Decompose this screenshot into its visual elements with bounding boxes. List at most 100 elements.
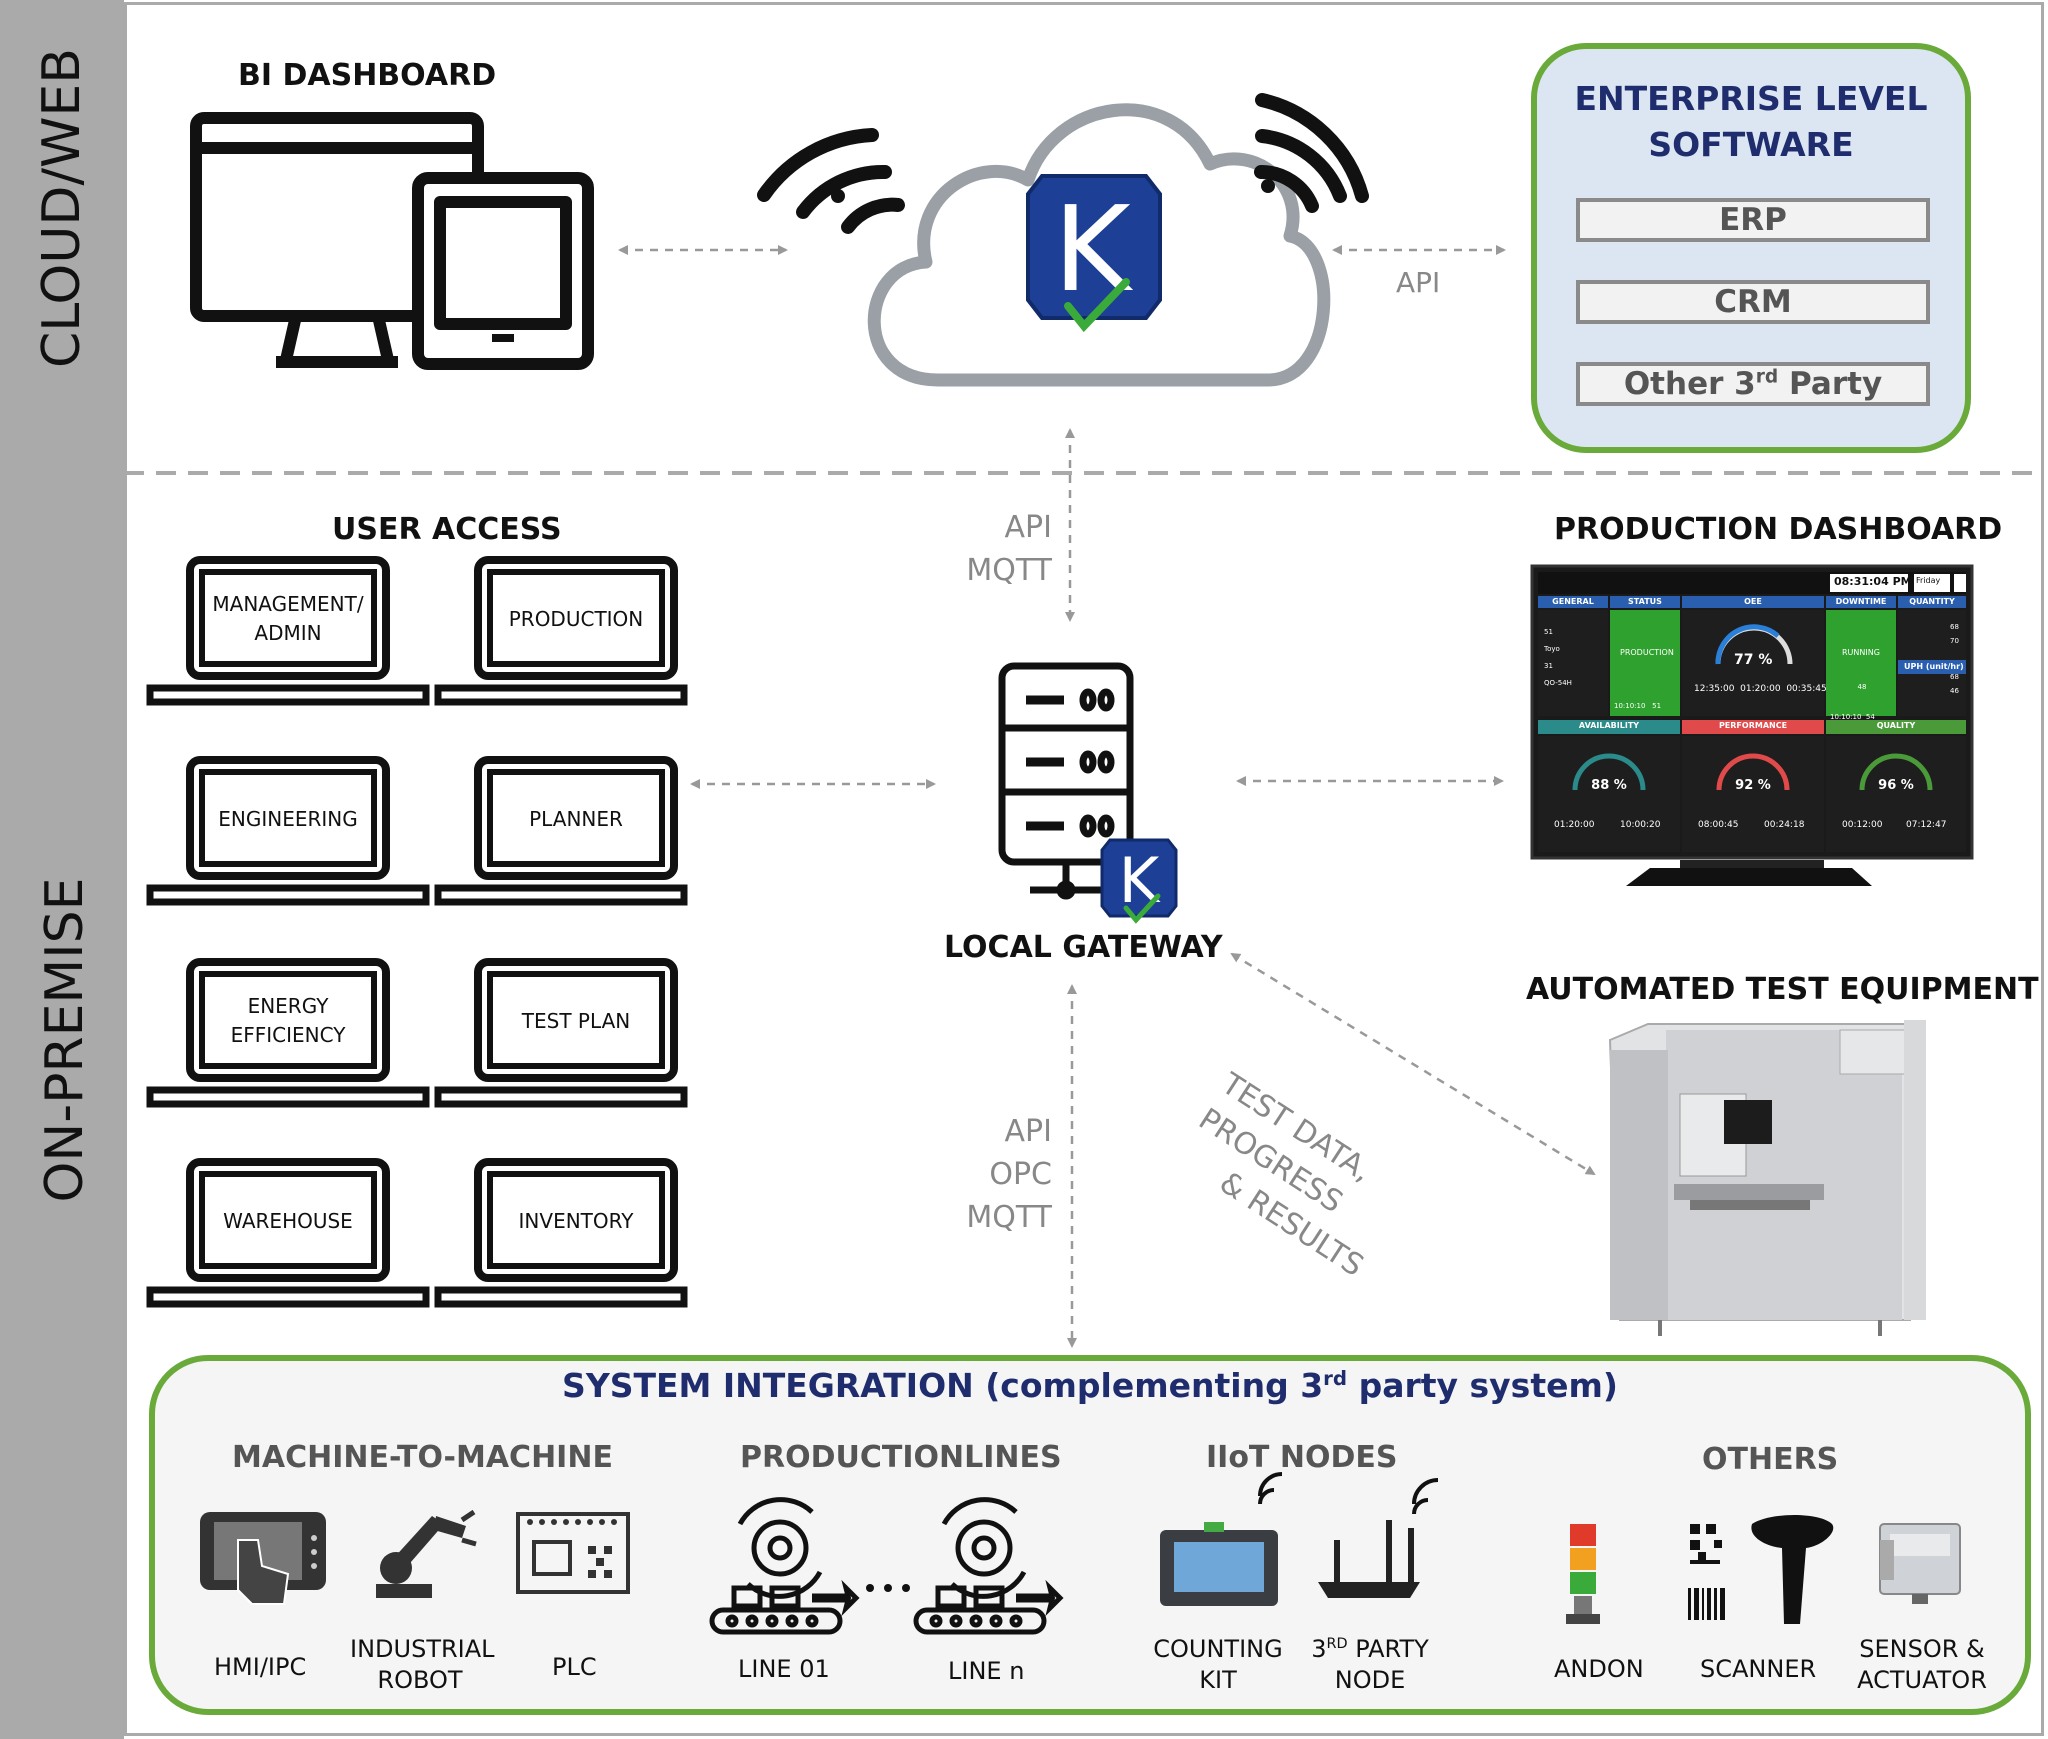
bi-dashboard-title: BI DASHBOARD — [238, 58, 497, 93]
dash-status: PRODUCTION — [1620, 648, 1674, 657]
cloud-icon: K — [757, 93, 1369, 387]
laptop-5 — [146, 958, 430, 1108]
laptop-3 — [146, 756, 430, 906]
enterprise-title: ENTERPRISE LEVEL SOFTWARE — [1574, 79, 1928, 164]
category-others: OTHERS — [1702, 1442, 1839, 1477]
laptop-label-warehouse: WAREHOUSE — [223, 1208, 353, 1233]
enterprise-panel — [1531, 43, 1971, 453]
dash-clock: 08:31:04 PM — [1834, 575, 1912, 588]
outer-frame — [124, 2, 2044, 1736]
category-productionlines: PRODUCTIONLINES — [740, 1440, 1062, 1475]
laptop-7 — [146, 1158, 430, 1308]
gauge-time-2: 07:12:47 — [1906, 820, 1947, 830]
sensor-actuator-label: SENSOR &ACTUATOR — [1857, 1635, 1987, 1694]
gauge-time-1: 01:20:00 — [1554, 820, 1595, 830]
gauge-time-1: 00:12:00 — [1842, 820, 1883, 830]
connector-arrows — [618, 245, 1596, 1348]
laptop-label-production: PRODUCTION — [508, 606, 644, 631]
laptop-8 — [434, 1158, 688, 1308]
line-01-label: LINE 01 — [738, 1655, 830, 1683]
production-dashboard-title: PRODUCTION DASHBOARD — [1554, 512, 2003, 547]
laptop-label-management: MANAGEMENT/ADMIN — [212, 592, 364, 645]
gauge-value: 92 % — [1735, 778, 1771, 793]
gauge-time-1: 08:00:45 — [1698, 820, 1739, 830]
laptop-1 — [146, 556, 430, 706]
enterprise-api-label: API — [1396, 266, 1441, 299]
dash-header-label: STATUS — [1628, 597, 1662, 606]
scanner-icon — [1688, 1515, 1834, 1624]
crm-box: CRM — [1576, 280, 1930, 324]
gateway-logo: K — [1100, 838, 1178, 924]
3rd-party-node-label: 3RD PARTY NODE — [1311, 1635, 1429, 1694]
gauge-panel — [1682, 736, 1824, 852]
gauge-panel — [1538, 736, 1680, 852]
andon-label: ANDON — [1554, 1655, 1644, 1683]
gauge-arc — [1859, 753, 1933, 791]
dash-uph: UPH (unit/hr) — [1904, 662, 1964, 671]
gauge-panel — [1826, 736, 1966, 852]
dash-header-bar — [1898, 596, 1966, 608]
dash-day: Friday — [1916, 576, 1941, 585]
dash-quantity-values: 68 70 68 46 — [1950, 623, 1959, 695]
production-dashboard-monitor — [1530, 564, 1974, 886]
line-n-label: LINE n — [948, 1657, 1025, 1685]
gauge-value: 88 % — [1591, 778, 1627, 793]
gauge-label: AVAILABILITY — [1578, 721, 1640, 730]
upper-protocol-labels: API MQTT — [966, 510, 1052, 588]
integration-panel — [149, 1355, 2031, 1715]
laptop-label-planner: PLANNER — [529, 806, 623, 831]
gauge-header-bar — [1682, 720, 1824, 734]
bi-dashboard-icon — [190, 112, 594, 370]
dash-header-label: OEE — [1744, 597, 1762, 606]
erp-box: ERP — [1576, 198, 1930, 242]
gauge-time-2: 10:00:20 — [1620, 820, 1661, 830]
laptop-label-test-plan: TEST PLAN — [521, 1008, 631, 1033]
hmi-label: HMI/IPC — [214, 1653, 307, 1681]
router-icon — [1318, 1478, 1439, 1598]
plc-label: PLC — [552, 1653, 597, 1681]
user-access-title: USER ACCESS — [332, 512, 562, 547]
gauge-label: PERFORMANCE — [1718, 721, 1788, 730]
gauge-value: 96 % — [1878, 778, 1914, 793]
laptop-2 — [434, 556, 688, 706]
dash-header-bar — [1610, 596, 1680, 608]
laptop-grid — [146, 556, 688, 1308]
scanner-label: SCANNER — [1700, 1655, 1817, 1683]
andon-icon — [1566, 1524, 1600, 1624]
premise-band — [0, 475, 124, 1739]
gauge-label: QUALITY — [1876, 721, 1916, 730]
dash-oee-value: 77 % — [1734, 652, 1773, 668]
dash-header-label: DOWNTIME — [1835, 597, 1887, 606]
line-01-icon — [709, 1497, 860, 1635]
robot-icon — [376, 1509, 477, 1598]
gauge-header-bar — [1538, 720, 1680, 734]
counting-kit-icon — [1160, 1472, 1283, 1606]
laptop-label-inventory: INVENTORY — [518, 1208, 634, 1233]
hmi-icon — [200, 1512, 326, 1605]
laptop-6 — [434, 958, 688, 1108]
dash-header-label: QUANTITY — [1909, 597, 1955, 606]
dash-general-values: 51 Toyo 31 QO-54H — [1544, 628, 1572, 687]
server-icon — [998, 662, 1134, 900]
cloud-logo-letter: K — [1053, 180, 1133, 318]
line-dots — [866, 1584, 910, 1592]
dash-downtime-values: 48 10:10:10 54 — [1830, 683, 1875, 721]
category-iiot: IIoT NODES — [1206, 1440, 1398, 1475]
laptop-4 — [434, 756, 688, 906]
cloud-band — [0, 0, 124, 475]
ate-title: AUTOMATED TEST EQUIPMENT — [1526, 972, 2039, 1007]
gauge-time-2: 00:24:18 — [1764, 820, 1805, 830]
arrow-gateway-ate — [1230, 952, 1596, 1176]
dash-oee-times: 12:35:00 01:20:00 00:35:45 — [1694, 684, 1827, 694]
plc-icon — [516, 1512, 630, 1594]
laptop-label-engineering: ENGINEERING — [218, 806, 358, 831]
dash-header-bar — [1826, 596, 1896, 608]
integration-title: SYSTEM INTEGRATION (complementing 3rd pa… — [562, 1366, 1618, 1405]
dash-header-label: GENERAL — [1552, 597, 1594, 606]
lower-protocol-labels: API OPC MQTT — [966, 1114, 1052, 1235]
category-m2m: MACHINE-TO-MACHINE — [232, 1440, 613, 1475]
